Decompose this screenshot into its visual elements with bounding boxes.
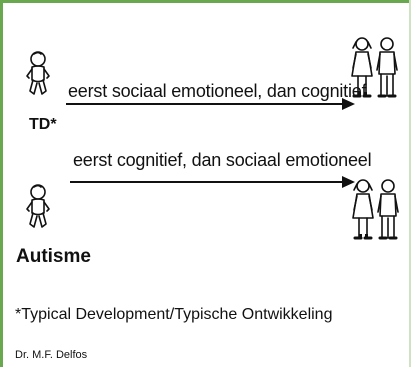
arrow-autisme xyxy=(70,176,355,188)
arrow-text-td: eerst sociaal emotioneel, dan cognitief xyxy=(68,81,367,101)
two-children-icon xyxy=(352,179,399,240)
two-children-icon xyxy=(351,37,398,98)
footnote: *Typical Development/Typische Ontwikkeli… xyxy=(15,306,333,323)
row-label-autisme: Autisme xyxy=(16,246,91,267)
arrow-text-autisme: eerst cognitief, dan sociaal emotioneel xyxy=(73,150,372,170)
frame-border-top xyxy=(0,0,411,3)
row-label-td: TD* xyxy=(29,116,57,133)
baby-icon xyxy=(26,184,50,228)
arrow-td xyxy=(66,98,355,110)
frame-border-right xyxy=(409,0,411,367)
frame-border-left xyxy=(0,0,3,367)
author-credit: Dr. M.F. Delfos xyxy=(15,349,88,361)
baby-icon xyxy=(26,51,50,95)
